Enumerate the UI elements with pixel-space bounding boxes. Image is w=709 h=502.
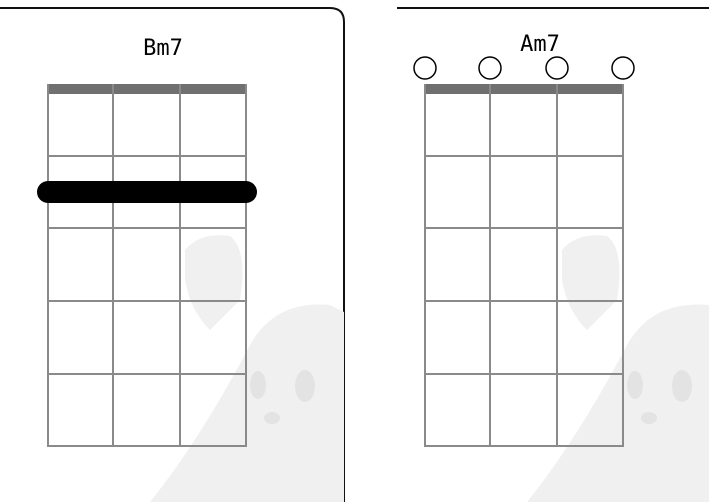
chord-card-am7: Am7 <box>397 8 709 502</box>
open-string-marker <box>479 57 501 79</box>
nut <box>424 84 624 94</box>
chord-card-bm7: Bm7 <box>0 8 344 502</box>
open-string-marker <box>414 57 436 79</box>
panda-watermark <box>527 235 709 502</box>
open-string-markers <box>414 57 634 79</box>
open-string-marker <box>612 57 634 79</box>
open-string-marker <box>546 57 568 79</box>
chord-name: Am7 <box>520 32 560 57</box>
barre-bar <box>37 181 257 203</box>
nut <box>47 84 247 94</box>
chord-name: Bm7 <box>143 36 183 61</box>
